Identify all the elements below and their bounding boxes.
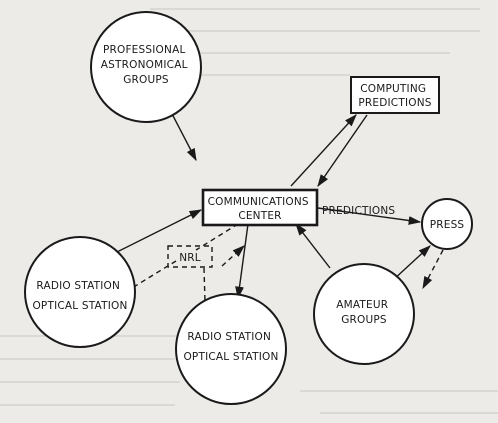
edge-nrl-to-radio-bottom-dashed bbox=[203, 267, 206, 303]
node-comm-center-line-2: CENTER bbox=[238, 210, 281, 222]
node-amateur-circle bbox=[313, 263, 415, 365]
edge-amateur-to-press bbox=[391, 245, 431, 282]
node-computing-line-1: COMPUTING bbox=[360, 83, 426, 95]
node-radio-bottom-circle bbox=[175, 293, 287, 405]
edge-nrl-to-radio-left-dashed bbox=[131, 260, 177, 289]
node-press-circle bbox=[421, 198, 473, 250]
node-computing-line-2: PREDICTIONS bbox=[358, 97, 431, 109]
node-professional-line-2: ASTRONOMICAL bbox=[101, 59, 188, 71]
node-amateur-line-1: AMATEUR bbox=[336, 299, 388, 311]
node-professional-line-3: GROUPS bbox=[123, 74, 169, 86]
edge-nrl-arrow-upward-dashed bbox=[221, 245, 245, 267]
svg-text:RADIO STATION OPTICAL ST: RADIO STATION OPTICAL STATION bbox=[183, 331, 278, 363]
node-radio-left-line-2: OPTICAL STATION bbox=[32, 300, 127, 312]
svg-text:COMMUNICATIONS CENTER: COMMUNICATIONS CENTER bbox=[208, 196, 313, 222]
node-radio-left-circle bbox=[24, 236, 136, 348]
node-professional-circle bbox=[90, 11, 202, 123]
node-computing-predictions: COMPUTING PREDICTIONS bbox=[350, 76, 440, 114]
edge-amateur-to-center bbox=[295, 223, 331, 269]
edge-press-to-amateur-dashed bbox=[422, 249, 444, 290]
node-press: PRESS bbox=[421, 198, 473, 250]
edge-professional-to-center bbox=[169, 109, 197, 162]
edge-center-to-radio-bottom bbox=[235, 223, 249, 300]
svg-text:NRL: NRL bbox=[179, 252, 201, 264]
node-amateur-groups: AMATEUR GROUPS bbox=[313, 263, 415, 365]
edge-radio-left-to-center bbox=[114, 209, 203, 254]
edge-computing-to-center-b bbox=[317, 114, 368, 188]
node-professional-line-1: PROFESSIONAL bbox=[103, 44, 186, 56]
node-radio-bottom-line-1: RADIO STATION bbox=[187, 331, 271, 343]
node-radio-bottom-line-2: OPTICAL STATION bbox=[183, 351, 278, 363]
node-nrl-line-1: NRL bbox=[179, 252, 201, 264]
svg-text:PRESS: PRESS bbox=[430, 219, 465, 231]
node-amateur-line-2: GROUPS bbox=[341, 314, 387, 326]
node-comm-center-line-1: COMMUNICATIONS bbox=[208, 196, 309, 208]
node-communications-center: COMMUNICATIONS CENTER bbox=[201, 188, 319, 227]
edge-center-to-nrl-dashed bbox=[195, 223, 239, 251]
node-radio-left-line-1: RADIO STATION bbox=[36, 280, 120, 292]
diagram-edges: PREDICTIONS bbox=[114, 109, 444, 303]
node-press-line-1: PRESS bbox=[430, 219, 465, 231]
edge-center-to-press bbox=[317, 207, 422, 225]
node-communications-center-box bbox=[201, 188, 319, 227]
svg-text:COMPUTING PREDICTIONS: COMPUTING PREDICTIONS bbox=[358, 83, 431, 109]
node-nrl: NRL bbox=[167, 245, 213, 268]
edge-label-predictions: PREDICTIONS bbox=[322, 205, 395, 217]
node-nrl-dashed-box bbox=[167, 245, 213, 268]
svg-text:PROFESSIONAL ASTRONOMICA: PROFESSIONAL ASTRONOMICAL GROUPS bbox=[101, 44, 191, 86]
edge-center-to-computing-a bbox=[290, 114, 357, 187]
node-computing-box bbox=[350, 76, 440, 114]
svg-text:RADIO STATION OPTICAL ST: RADIO STATION OPTICAL STATION bbox=[32, 280, 127, 312]
node-radio-optical-station-bottom: RADIO STATION OPTICAL STATION bbox=[175, 293, 287, 405]
node-radio-optical-station-left: RADIO STATION OPTICAL STATION bbox=[24, 236, 136, 348]
node-professional-astronomical-groups: PROFESSIONAL ASTRONOMICAL GROUPS bbox=[90, 11, 202, 123]
svg-text:AMATEUR GROUPS: AMATEUR GROUPS bbox=[336, 299, 392, 326]
